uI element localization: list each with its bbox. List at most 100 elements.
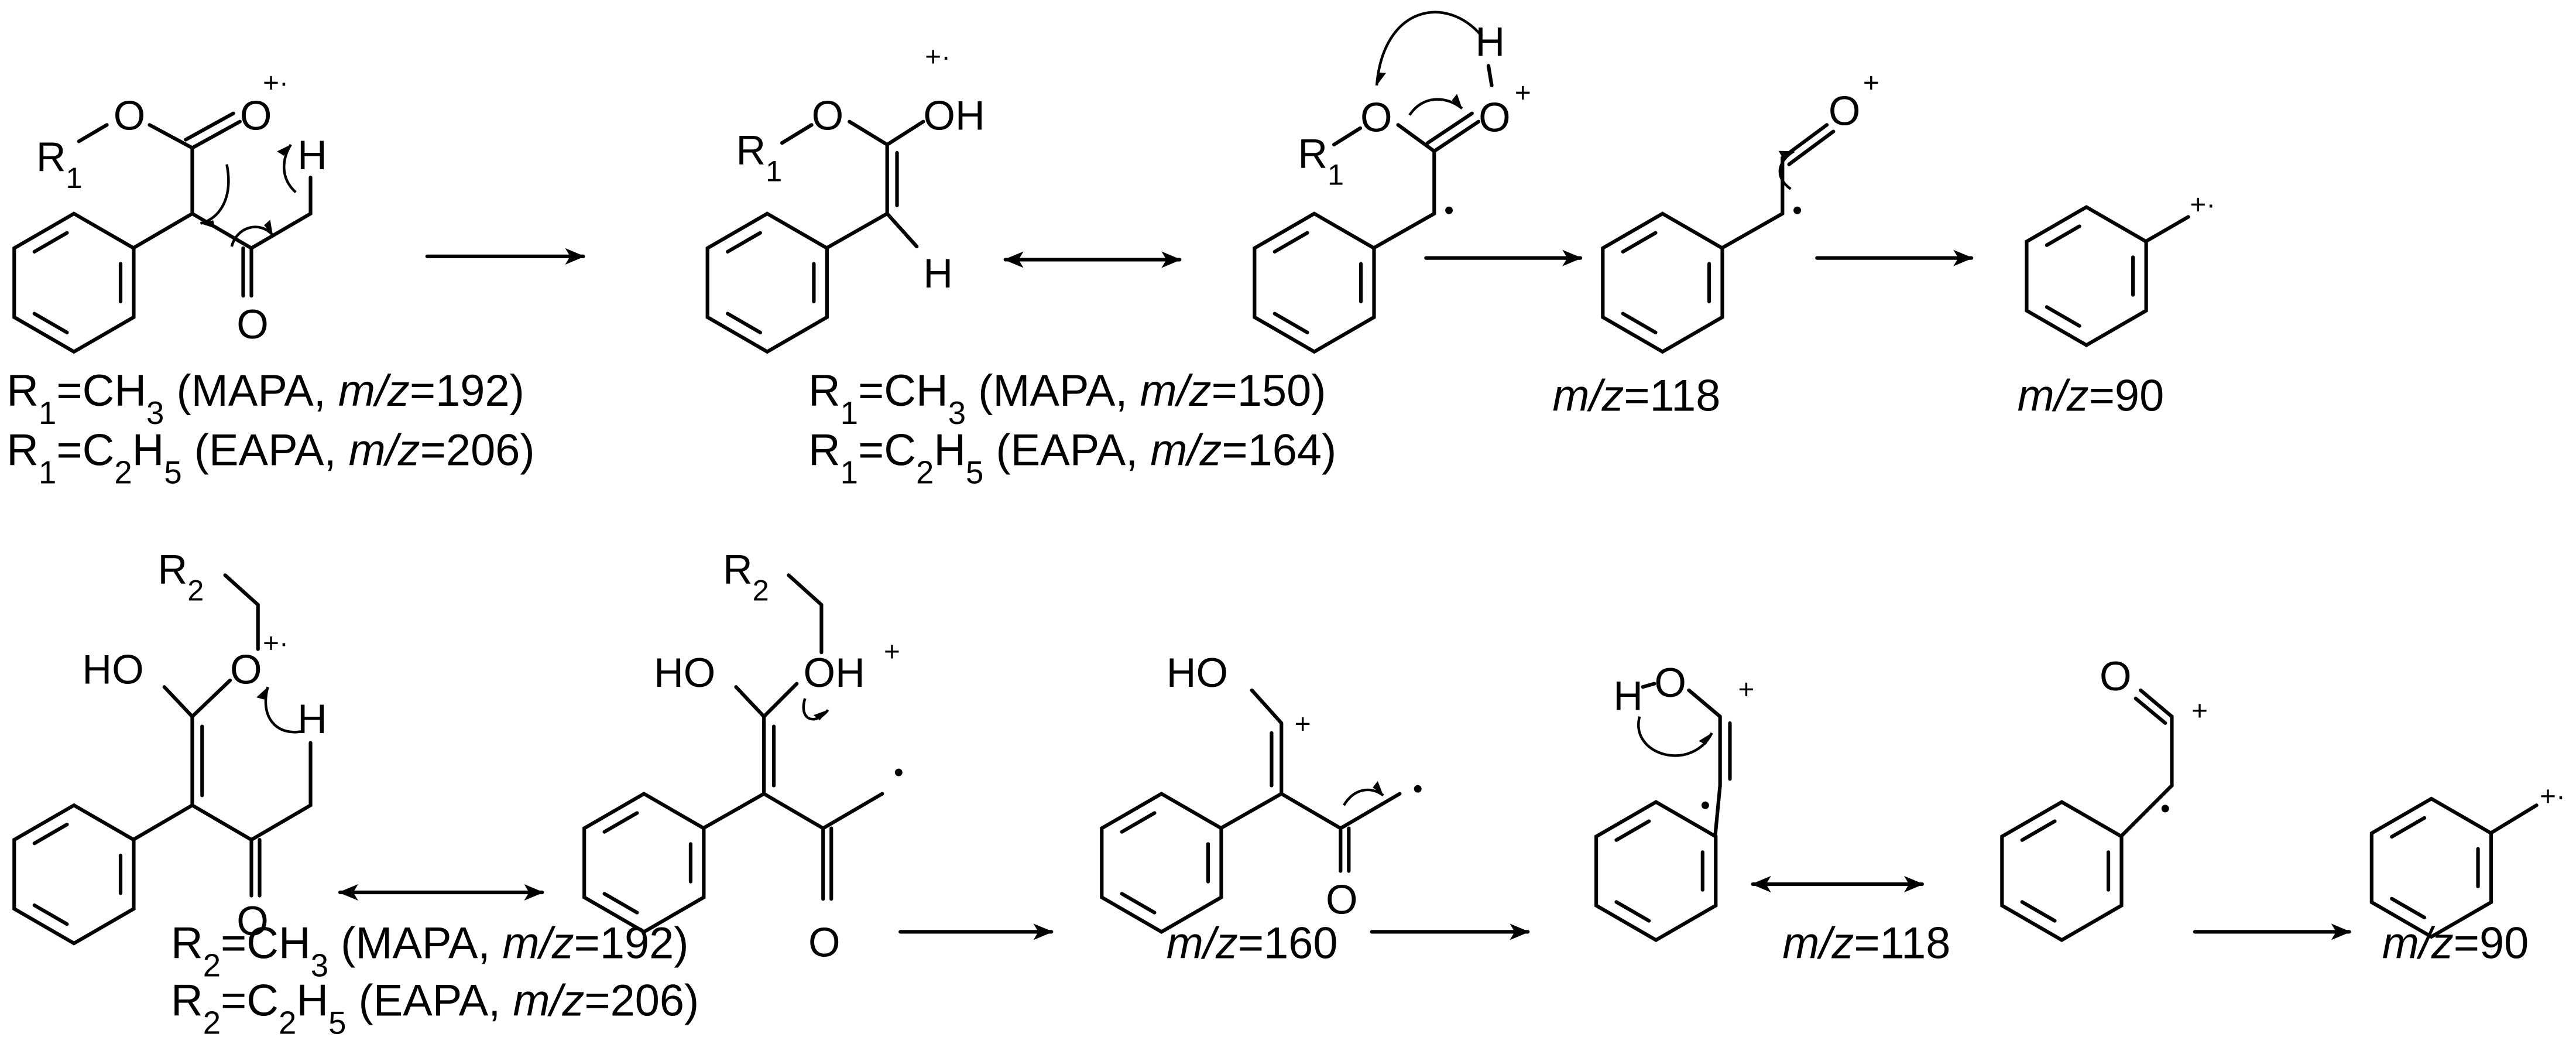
subscript: 3 [311,947,328,983]
r1-label: R1 [36,134,83,194]
text-segment: =118 [1624,371,1720,421]
radical-dot [894,768,903,776]
text-segment: R [36,134,66,180]
italic-text: m/z [513,976,584,1026]
ring-double-bond [1120,811,1157,834]
subscript: 1 [66,160,82,194]
italic-text: m/z [1150,425,1222,475]
ring-outline [1253,211,1376,354]
ring-outline [2000,800,2124,942]
radical-cation-charge: +· [2540,781,2565,812]
text-segment: (EAPA, [346,976,513,1026]
ring-double-bond [1621,231,1658,254]
ester-oxygen-label: O [812,93,844,139]
italic-text: m/z [1552,371,1624,421]
hydroxyl-label: HO [654,649,715,696]
ring-outline [705,211,829,354]
ring-double-bond [32,903,69,926]
benzene-ring [1100,792,1223,934]
row1-distonic-ion: O R1 O H + [1253,11,1531,354]
oxygen-label: O [2100,653,2132,699]
text-segment: R [808,425,841,475]
text-segment: R [723,546,753,592]
oxonium-label: OH [804,649,865,696]
ketone-oxygen-label: O [808,919,841,965]
subscript: 1 [39,454,56,490]
ester-oxygen-label: O [1360,94,1392,141]
subscript: 1 [39,395,56,431]
carbonyl-oxygen-label: O [1479,94,1511,141]
subscript: 1 [766,154,782,187]
benzene-ring [705,211,829,354]
text-segment: =CH [858,366,948,416]
ketone-oxygen-label: O [236,898,269,944]
text-segment: =C [56,425,114,475]
ring-double-bond [1272,231,1309,254]
radical-cation-charge: +· [925,41,951,72]
ring-double-bond [602,811,639,834]
ring-double-bond [2045,305,2081,328]
ring-double-bond [2045,224,2081,247]
benzene-ring [2000,800,2124,942]
text-segment: =C [858,425,916,475]
radical-cation-charge: +· [2190,189,2215,220]
r1-label: R1 [736,127,782,187]
italic-text: m/z [1140,366,1212,416]
carbonyl-oxygen-label: O [240,93,272,139]
italic-text: m/z [338,366,410,416]
benzene-ring [1253,211,1376,354]
ring-outline [1594,800,1718,942]
ring-outline [1100,792,1223,934]
text-segment: =160 [1238,918,1338,968]
text-segment: (MAPA, [164,366,338,416]
subscript: 1 [841,454,858,490]
italic-text: m/z [1167,918,1238,968]
subscript: 2 [279,1005,296,1037]
radical-dot [1793,206,1802,214]
ring-double-bond [2390,816,2427,839]
ring-double-bond [1614,819,1651,842]
ring-double-bond [2020,900,2057,923]
ketone-oxygen-label: O [1326,877,1358,923]
text-segment: =90 [2089,371,2165,421]
text-segment: =90 [2454,918,2529,968]
r1-label: R1 [1298,130,1344,190]
curved-arrow [1343,781,1384,806]
benzene-ring [1601,211,1724,354]
row1-enol-label-ethyl: R1=C2H5 (EAPA, m/z=164) [808,425,1336,490]
ring-double-bond [2390,896,2427,920]
ring-outline [582,792,706,934]
text-segment: R [6,366,39,416]
ester-oxygen-label: O [114,93,146,139]
ring-double-bond [1614,900,1651,923]
ring-outline [2025,205,2148,347]
row1-tropylium-like-ion: +· [2025,189,2215,347]
benzene-ring [582,792,706,934]
text-segment: =192) [410,366,524,416]
hydrogen-label: H [923,250,953,296]
row2-mz90-label: m/z=90 [2382,918,2529,968]
row2-tropylium-like-ion: +· [2369,781,2565,939]
curved-arrow [230,220,274,247]
italic-text: m/z [2382,918,2454,968]
r2-label: R2 [723,546,769,606]
benzene-ring [1594,800,1718,942]
subscript: 2 [916,454,934,490]
row1-reactant-label-ethyl: R1=C2H5 (EAPA, m/z=206) [6,425,534,490]
curved-arrow [1778,150,1795,190]
italic-text: m/z [503,918,574,968]
cation-charge: + [1295,709,1311,740]
ring-double-bond [1272,312,1309,334]
ring-double-bond [726,231,762,254]
curved-arrow [1375,11,1483,86]
ring-double-bond [726,312,762,334]
text-segment: R [158,546,188,592]
subscript: 3 [146,395,164,431]
row2-keto-mz118-ion: O + [2000,653,2208,942]
benzene-ring [2025,205,2148,347]
subscript: 2 [203,1005,221,1037]
radical-cation-charge: +· [263,67,289,98]
ring-double-bond [602,892,639,915]
text-segment: =206) [584,976,699,1026]
